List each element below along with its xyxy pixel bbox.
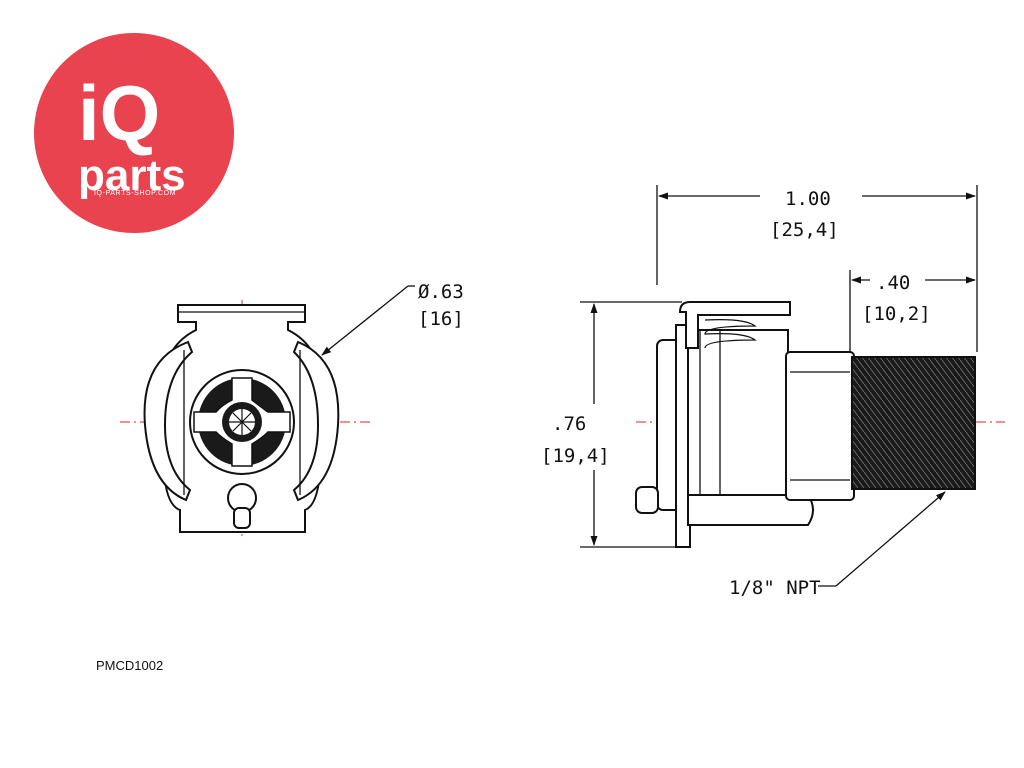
- logo-brand-top: iQ: [78, 69, 160, 157]
- thread-length-mm-label: [10,2]: [862, 303, 931, 325]
- side-view: [635, 301, 1005, 548]
- diameter-mm-label: [16]: [418, 308, 464, 330]
- thread-length-inch-label: .40: [876, 272, 910, 294]
- height-inch-label: .76: [552, 413, 586, 435]
- height-mm-label: [19,4]: [541, 445, 610, 467]
- logo-url: IQ-PARTS-SHOP.COM: [94, 190, 176, 197]
- front-view: [120, 300, 370, 540]
- logo-circle: [34, 33, 234, 233]
- length-mm-label: [25,4]: [770, 219, 839, 241]
- diameter-inch-label: Ø.63: [418, 281, 464, 303]
- length-inch-label: 1.00: [785, 188, 831, 210]
- brand-logo: iQ parts IQ-PARTS-SHOP.COM: [34, 33, 234, 233]
- logo-brand-bottom: parts: [78, 151, 186, 200]
- thread-spec-label: 1/8" NPT: [729, 577, 821, 599]
- part-number: PMCD1002: [96, 658, 164, 673]
